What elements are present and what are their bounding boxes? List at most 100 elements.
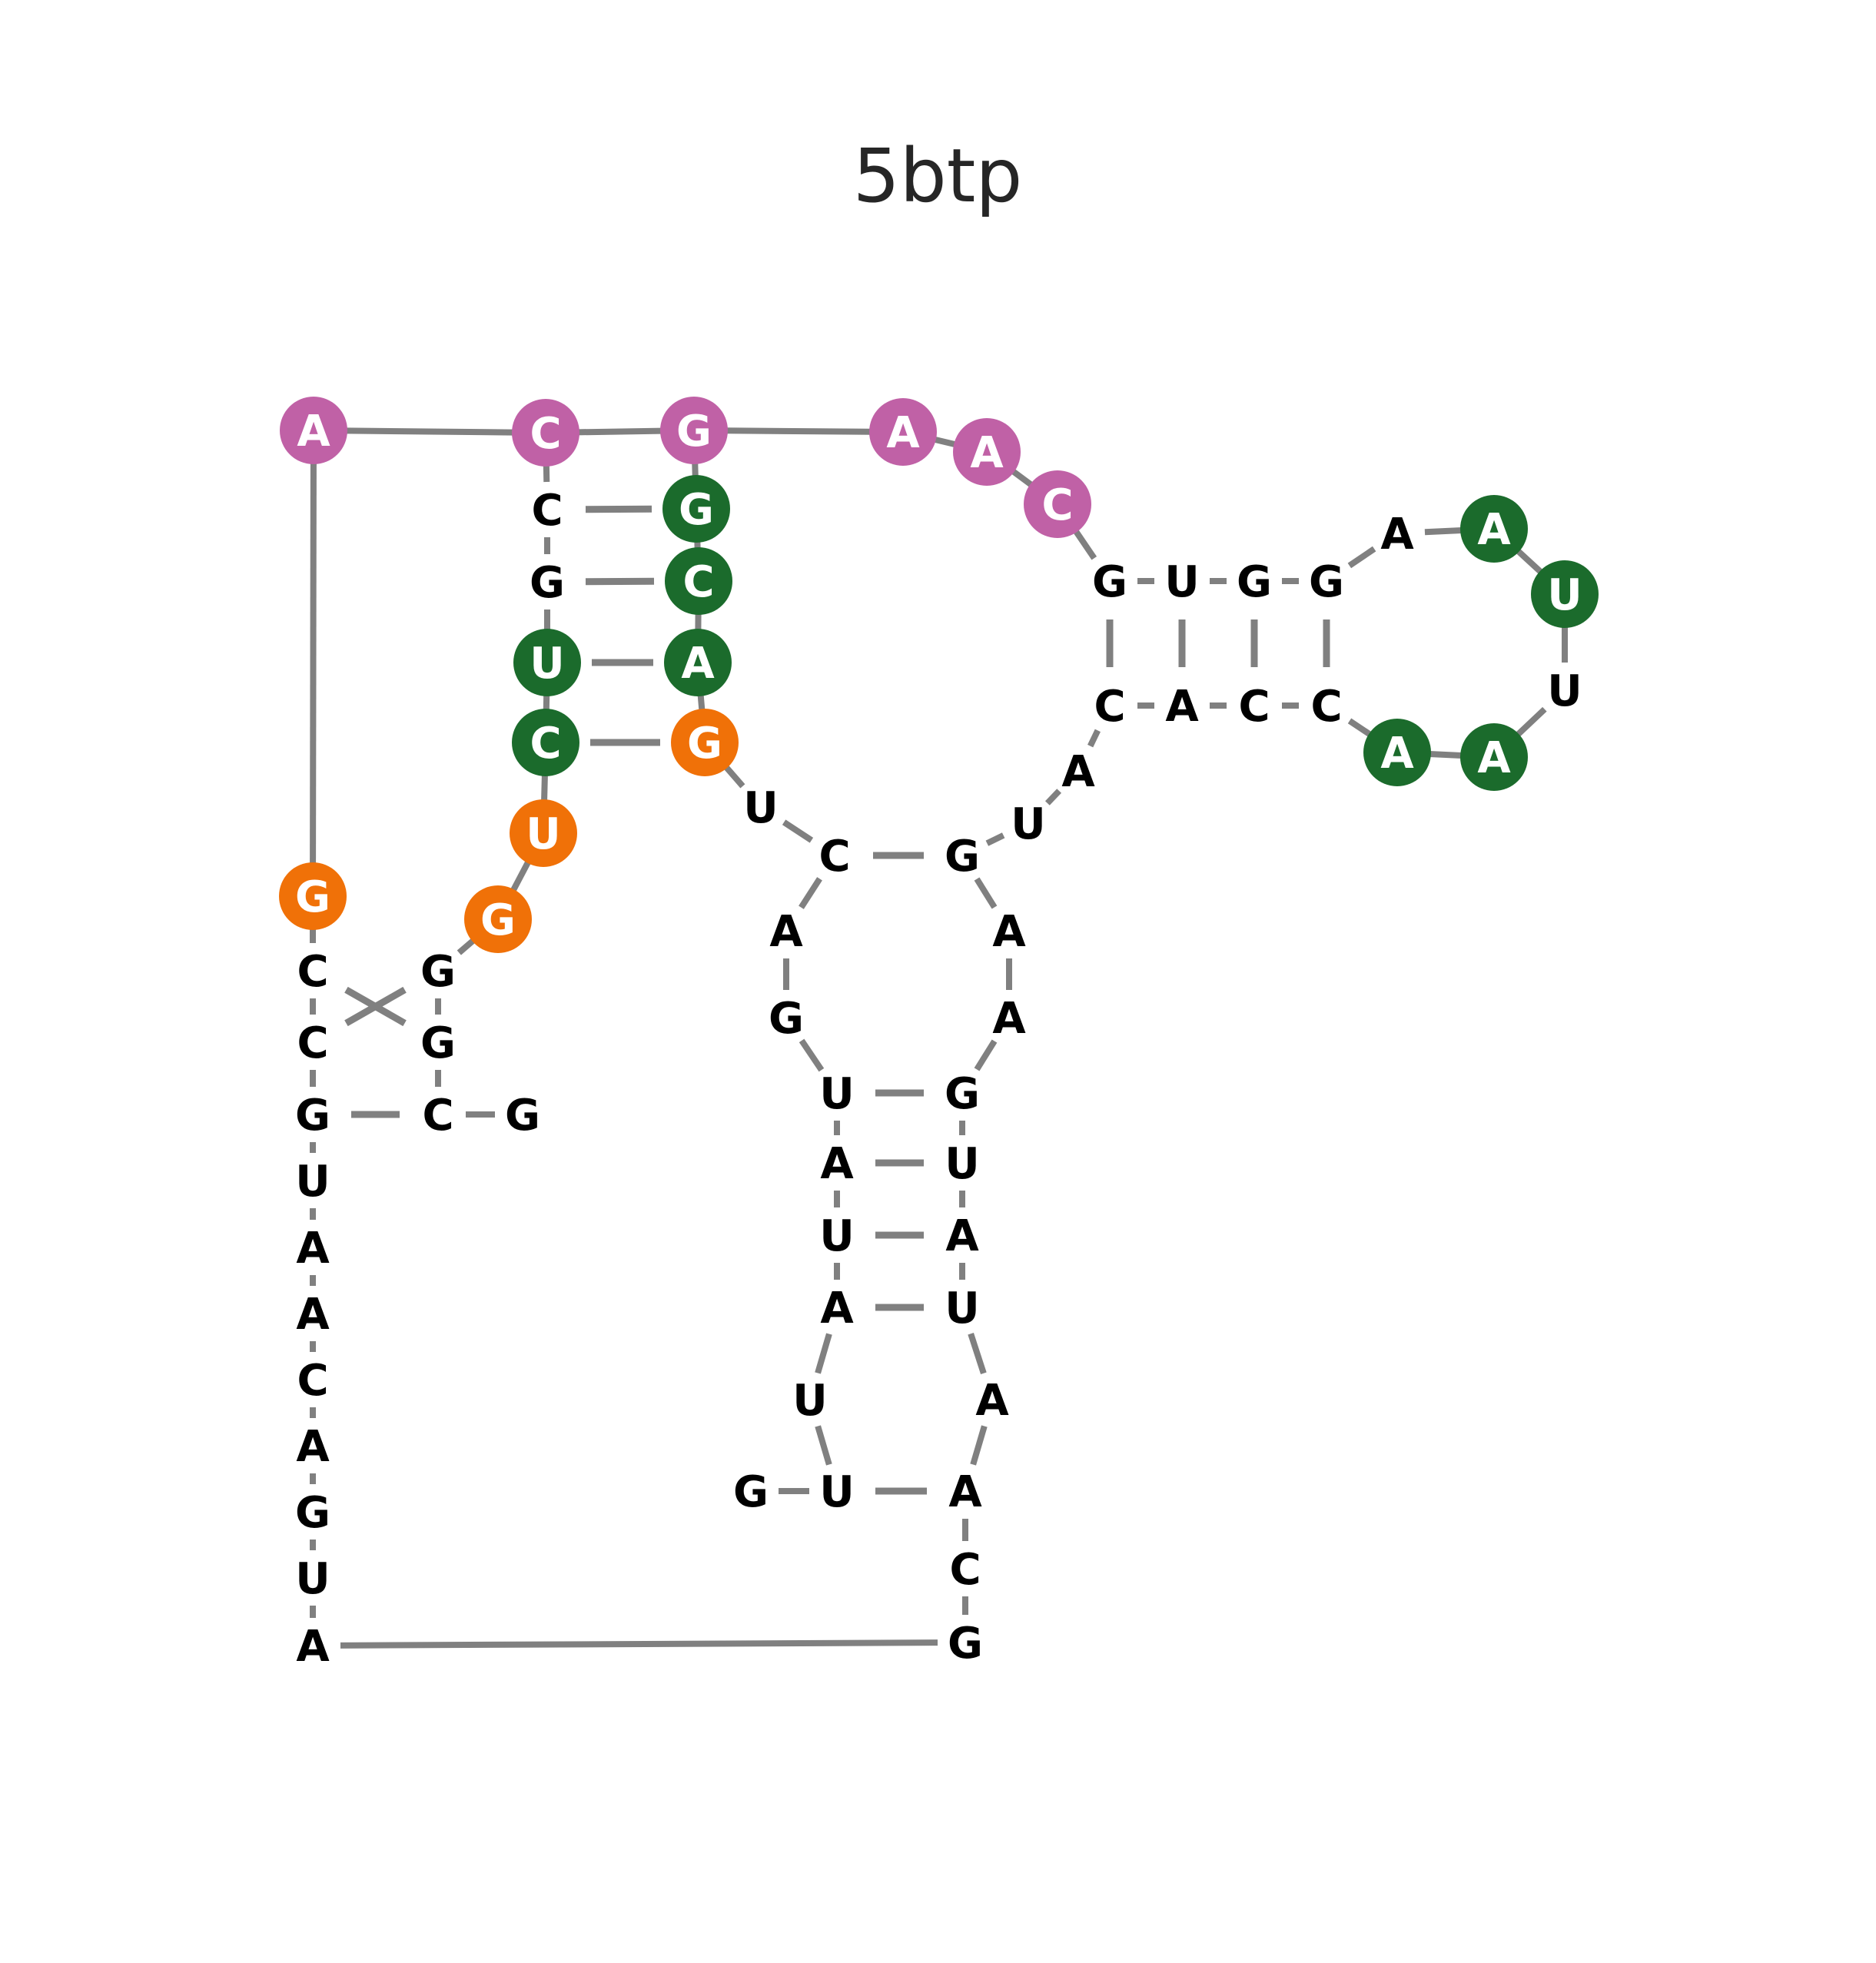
nucleotide-label: A [296, 1224, 330, 1274]
backbone-segment [815, 1333, 832, 1374]
backbone-segment [1073, 529, 1097, 560]
nucleotide-label: A [970, 428, 1004, 478]
nucleotide-C: C [1310, 682, 1342, 732]
nucleotide-label: G [295, 1488, 330, 1538]
nucleotide-label: G [733, 1467, 769, 1517]
nucleotide-label: A [1477, 505, 1511, 555]
nucleotide-C: C [1238, 682, 1270, 732]
nucleotide-label: C [297, 1018, 328, 1068]
nucleotide-A: A [1460, 723, 1528, 791]
nucleotide-label: A [297, 407, 330, 457]
nucleotide-A: A [992, 994, 1026, 1044]
nucleotide-A: A [1061, 747, 1095, 797]
nucleotide-label: A [1165, 682, 1199, 732]
nucleotide-label: G [420, 947, 456, 997]
backbone-segment [974, 1039, 998, 1071]
nucleotide-U: U [513, 629, 581, 696]
nucleotide-A: A [945, 1211, 979, 1261]
nucleotide-label: U [1011, 799, 1045, 849]
backbone-segment [310, 462, 317, 865]
nucleotide-label: U [819, 1069, 854, 1119]
nucleotide-U: U [819, 1211, 854, 1261]
backbone-segment [1011, 468, 1034, 488]
nucleotide-label: U [1547, 666, 1582, 716]
nucleotide-A: A [296, 1290, 330, 1340]
nucleotide-label: C [297, 947, 328, 997]
nucleotide-A: A [820, 1139, 854, 1189]
nucleotide-label: G [295, 1091, 330, 1141]
nucleotide-label: U [295, 1554, 330, 1604]
nucleotide-C: C [531, 486, 563, 536]
nucleotide-C: C [818, 832, 850, 882]
nucleotide-A: A [296, 1622, 330, 1672]
nucleotide-A: A [953, 418, 1021, 486]
backbone-segment [692, 462, 699, 477]
nucleotide-U: U [1011, 799, 1045, 849]
backbone-segment [1044, 789, 1062, 805]
backbone-segment [697, 694, 706, 711]
nucleotide-label: A [820, 1284, 854, 1334]
nucleotide-highlight-circle [664, 629, 732, 696]
nucleotide-highlight-circle [869, 398, 937, 466]
nucleotide-U: U [1164, 557, 1199, 607]
nucleotide-label: C [530, 409, 561, 459]
nucleotide-G: G [420, 1018, 456, 1068]
nucleotide-G: G [1309, 557, 1344, 607]
nucleotide-label: A [1380, 729, 1414, 779]
nucleotide-label: G [945, 1069, 980, 1119]
nucleotide-label: A [992, 994, 1026, 1044]
nucleotide-highlight-circle [671, 709, 739, 776]
nucleotide-label: G [420, 1018, 456, 1068]
nucleotide-label: C [1238, 682, 1270, 732]
nucleotide-highlight-circle [280, 397, 347, 464]
nucleotide-A: A [992, 907, 1026, 957]
nucleotide-label: G [687, 719, 722, 769]
nucleotide-G: G [295, 1091, 330, 1141]
nucleotide-highlight-circle [953, 418, 1021, 486]
backbone-segment [510, 860, 531, 892]
nucleotide-label: U [526, 809, 560, 859]
nucleotide-U: U [819, 1069, 854, 1119]
nucleotide-A: A [1460, 495, 1528, 563]
nucleotide-U: U [1531, 560, 1599, 628]
nucleotide-label: A [769, 907, 803, 957]
backbone-segment [974, 877, 998, 909]
nucleotide-C: C [297, 1018, 328, 1068]
nucleotide-label: A [820, 1139, 854, 1189]
nucleotide-G: G [279, 862, 347, 930]
nucleotide-label: G [1092, 557, 1127, 607]
backbone-segment [1424, 527, 1463, 536]
nucleotide-G: G [505, 1091, 540, 1141]
backbone-segment [541, 774, 548, 802]
nucleotide-G: G [464, 885, 532, 953]
nucleotide-label: C [530, 719, 561, 769]
base-pair-line [344, 986, 407, 1027]
nucleotide-A: A [1363, 719, 1431, 786]
nucleotide-label: U [819, 1467, 854, 1517]
nucleotide-highlight-circle [662, 475, 730, 543]
nucleotide-C: C [1094, 682, 1125, 732]
nucleotide-highlight-circle [1363, 719, 1431, 786]
nucleotide-G: G [295, 1488, 330, 1538]
nucleotide-C: C [422, 1091, 453, 1141]
nucleotide-G: G [948, 1619, 983, 1669]
nucleotide-C: C [512, 399, 579, 467]
backbone-segment [723, 765, 745, 789]
backbone-segment [933, 436, 957, 448]
nucleotide-A: A [769, 907, 803, 957]
nucleotide-G: G [530, 558, 565, 608]
nucleotide-C: C [949, 1545, 981, 1595]
nucleotide-A: A [869, 398, 937, 466]
nucleotide-label: A [975, 1376, 1009, 1426]
nucleotide-highlight-circle [464, 885, 532, 953]
nucleotide-label: U [945, 1139, 979, 1189]
nucleotide-label: U [1547, 570, 1582, 620]
nucleotide-label: A [945, 1211, 979, 1261]
backbone-segment [577, 427, 662, 436]
backbone-segment [345, 427, 514, 436]
nucleotide-label: U [819, 1211, 854, 1261]
nucleotide-label: A [992, 907, 1026, 957]
nucleotide-U: U [510, 799, 577, 867]
nucleotide-label: C [531, 486, 563, 536]
